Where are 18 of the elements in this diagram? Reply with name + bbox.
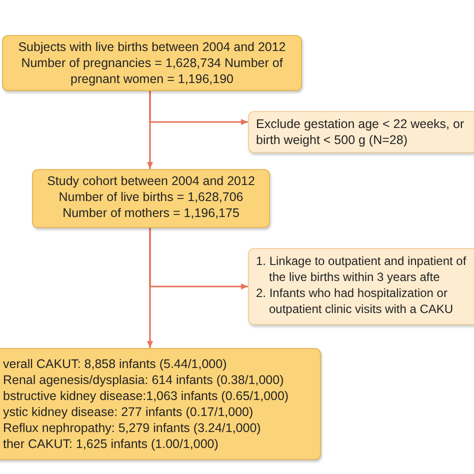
list-item: Renal agenesis/dysplasia: 614 infants (0.38/1,000) xyxy=(3,372,285,388)
list-item: ther CAKUT: 1,625 infants (1.00/1,000) xyxy=(3,436,220,452)
note-box xyxy=(248,111,474,153)
list-item: 2. Infants who had hospitalization or outpatient clinic visits with a CAKU xyxy=(256,285,454,317)
list-item: ystic kidney disease: 277 infants (0.17/1,000) xyxy=(3,404,254,420)
arrow xyxy=(149,91,248,125)
box-text: Subjects with live births between 2004 and 2012 Number of pregnancies = 1,628,734 Number of pregnant women = 1,196,190 xyxy=(17,39,287,87)
note-box xyxy=(248,248,474,325)
process-box xyxy=(2,35,302,91)
list-item: verall CAKUT: 8,858 infants (5.44/1,000) xyxy=(3,356,228,372)
list-item: Exclude gestation age < 22 weeks, or birth weight < 500 g (N=28) xyxy=(256,116,466,148)
list-item: bstructive kidney disease:1,063 infants (0.65/1,000) xyxy=(3,388,290,404)
list-item: 1. Linkage to outpatient and inpatient of the live births within 3 years afte xyxy=(256,253,468,285)
arrow xyxy=(149,228,248,290)
result-box xyxy=(0,348,321,460)
process-box xyxy=(32,169,270,228)
list-item: Reflux nephropathy: 5,279 infants (3.24/1,000) xyxy=(3,420,262,436)
box-text: Study cohort between 2004 and 2012 Number of live births = 1,628,706 Number of mothers = 1,196,175 xyxy=(46,173,256,221)
